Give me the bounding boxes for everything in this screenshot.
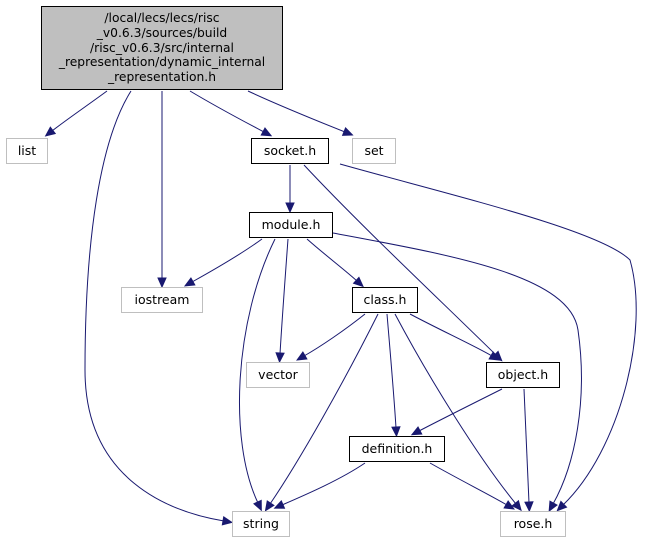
edge-definition-to-rose [429,462,515,510]
edge-arrowhead [556,500,568,512]
node-vector[interactable]: vector [246,362,310,388]
node-list[interactable]: list [6,138,48,164]
edge-arrowhead [352,276,364,288]
edge-arrowhead [548,500,558,513]
edge-arrowhead [221,516,234,526]
edge-arrowhead [253,499,262,512]
edge-arrowhead [44,126,57,137]
edge-arrowhead [295,351,308,361]
edge-root-to-string [84,90,234,526]
edge-arrowhead [275,352,285,364]
node-rose-h[interactable]: rose.h [500,511,566,537]
edge-arrowhead [183,277,196,287]
edge-arrowhead [410,426,423,436]
edge-socket-to-object [303,164,503,362]
node-socket-h[interactable]: socket.h [251,138,329,164]
node-module-h[interactable]: module.h [249,212,333,238]
edge-socket-to-rose [339,163,637,512]
edge-arrowhead [157,277,167,289]
edge-arrowhead [524,501,534,513]
edge-arrowhead [511,499,522,512]
edge-class-to-definition [386,313,401,438]
edge-arrowhead [260,127,273,137]
node-string[interactable]: string [232,511,290,537]
edge-arrowhead [391,426,401,438]
edge-module-to-class [306,238,364,288]
edge-class-to-string [264,313,379,512]
edge-class-to-object [409,313,501,361]
node-iostream[interactable]: iostream [121,287,203,313]
edge-root-to-list [44,90,108,137]
edge-arrowhead [273,500,286,509]
edge-arrowhead [285,202,295,214]
node-set[interactable]: set [352,138,396,164]
edge-arrowhead [488,351,501,361]
edge-object-to-definition [410,388,503,436]
edge-root-to-socket [189,90,273,137]
edge-root-to-set [247,90,354,136]
edge-object-to-rose [523,388,534,513]
node-root-header[interactable]: /local/lecs/lecs/risc _v0.6.3/sources/bu… [41,6,283,90]
node-class-h[interactable]: class.h [352,287,418,313]
node-definition-h[interactable]: definition.h [349,436,445,462]
node-object-h[interactable]: object.h [486,362,560,388]
edge-class-to-rose [394,313,522,512]
edge-arrowhead [264,500,275,512]
edge-module-to-rose [332,232,582,513]
edge-module-to-vector [275,238,289,364]
edge-arrowhead [503,500,515,510]
edge-module-to-string [238,238,276,512]
edge-class-to-vector [295,313,366,361]
edge-root-to-iostream [157,91,167,289]
edge-arrowhead [341,127,354,136]
edge-definition-to-string [273,462,366,509]
edge-module-to-iostream [183,238,263,287]
edge-socket-to-module [285,165,295,214]
